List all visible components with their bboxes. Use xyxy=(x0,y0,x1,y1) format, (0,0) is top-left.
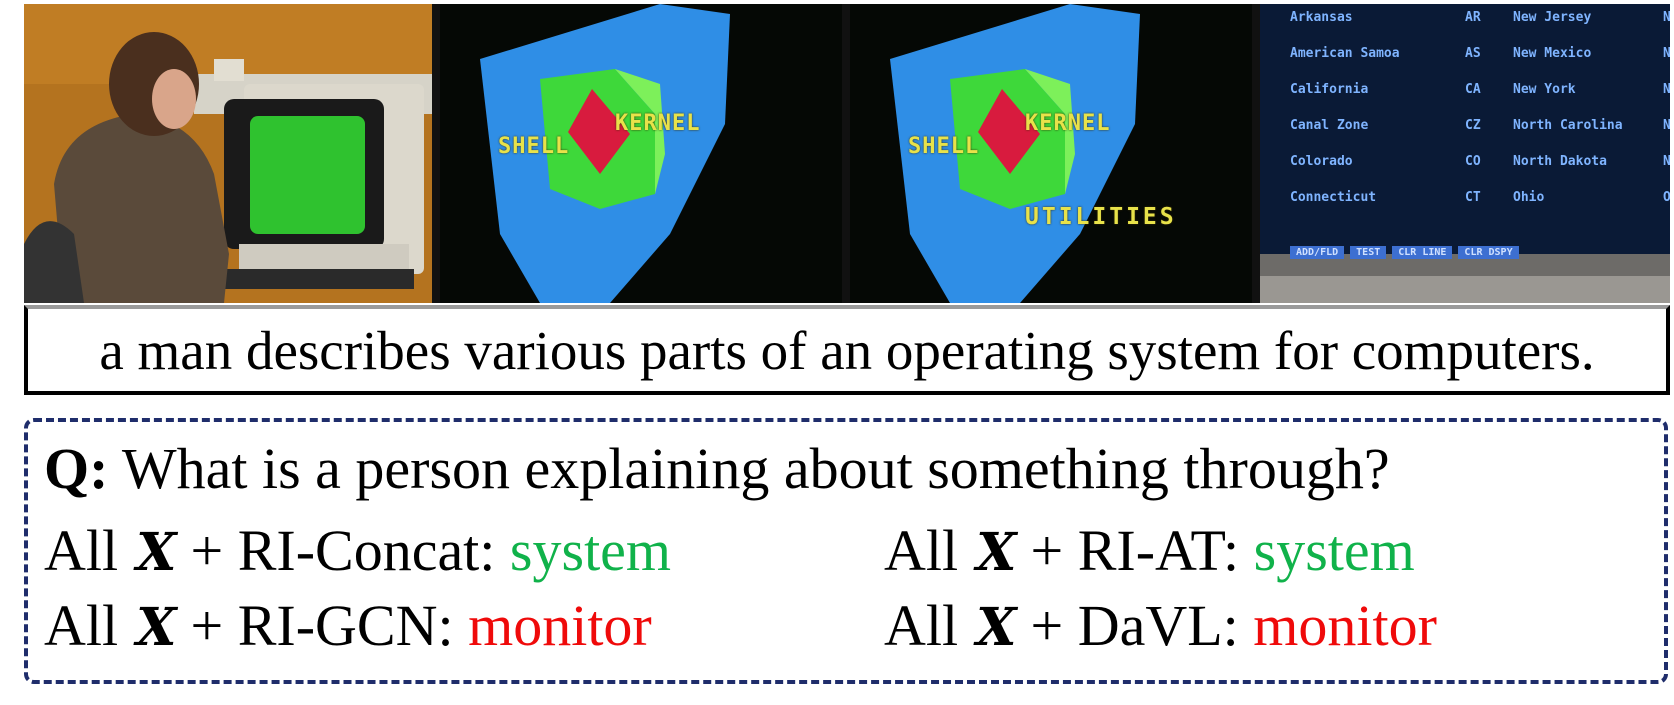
softkey: CLR LINE xyxy=(1392,246,1453,259)
video-frame-3: SHELL KERNEL UTILITIES xyxy=(850,4,1252,303)
qa-box: Q: What is a person explaining about som… xyxy=(24,418,1668,684)
video-frame-strip: SHELL KERNEL SHELL KERNEL UTILITIES Arka… xyxy=(24,4,1670,303)
method-label: + DaVL: xyxy=(1030,593,1239,658)
method-label: + RI-AT: xyxy=(1030,518,1240,583)
method-label: + RI-Concat: xyxy=(190,518,496,583)
x-symbol: X xyxy=(136,597,177,658)
person-at-terminal-image xyxy=(24,4,432,303)
table-row: ConnecticutCTOhioOH xyxy=(1290,190,1670,205)
answer-value: monitor xyxy=(468,593,652,658)
softkey: CLR DSPY xyxy=(1458,246,1519,259)
answer-value: monitor xyxy=(1253,593,1437,658)
kernel-label: KERNEL xyxy=(615,111,701,136)
video-frame-1 xyxy=(24,4,432,303)
video-caption-box: a man describes various parts of an oper… xyxy=(24,305,1670,395)
x-symbol: X xyxy=(136,522,177,583)
os-layer-diagram-utilities-image xyxy=(850,4,1252,303)
x-symbol: X xyxy=(976,597,1017,658)
x-symbol: X xyxy=(976,522,1017,583)
softkey: ADD/FLD xyxy=(1290,246,1345,259)
shell-label: SHELL xyxy=(908,134,980,159)
softkey-bar: ADD/FLD TEST CLR LINE CLR DSPY xyxy=(1290,246,1519,259)
answer-value: system xyxy=(1253,518,1415,583)
question-prefix: Q: xyxy=(44,436,109,501)
utilities-label: UTILITIES xyxy=(1025,204,1177,230)
question-line: Q: What is a person explaining about som… xyxy=(44,440,1390,498)
os-layer-diagram-image xyxy=(440,4,842,303)
video-caption: a man describes various parts of an oper… xyxy=(99,319,1595,381)
kernel-label: KERNEL xyxy=(1025,111,1111,136)
question-text: What is a person explaining about someth… xyxy=(121,436,1390,501)
softkey: TEST xyxy=(1350,246,1387,259)
shell-label: SHELL xyxy=(498,134,570,159)
method-label: + RI-GCN: xyxy=(190,593,454,658)
video-frame-2: SHELL KERNEL xyxy=(440,4,842,303)
answer-value: system xyxy=(509,518,672,583)
